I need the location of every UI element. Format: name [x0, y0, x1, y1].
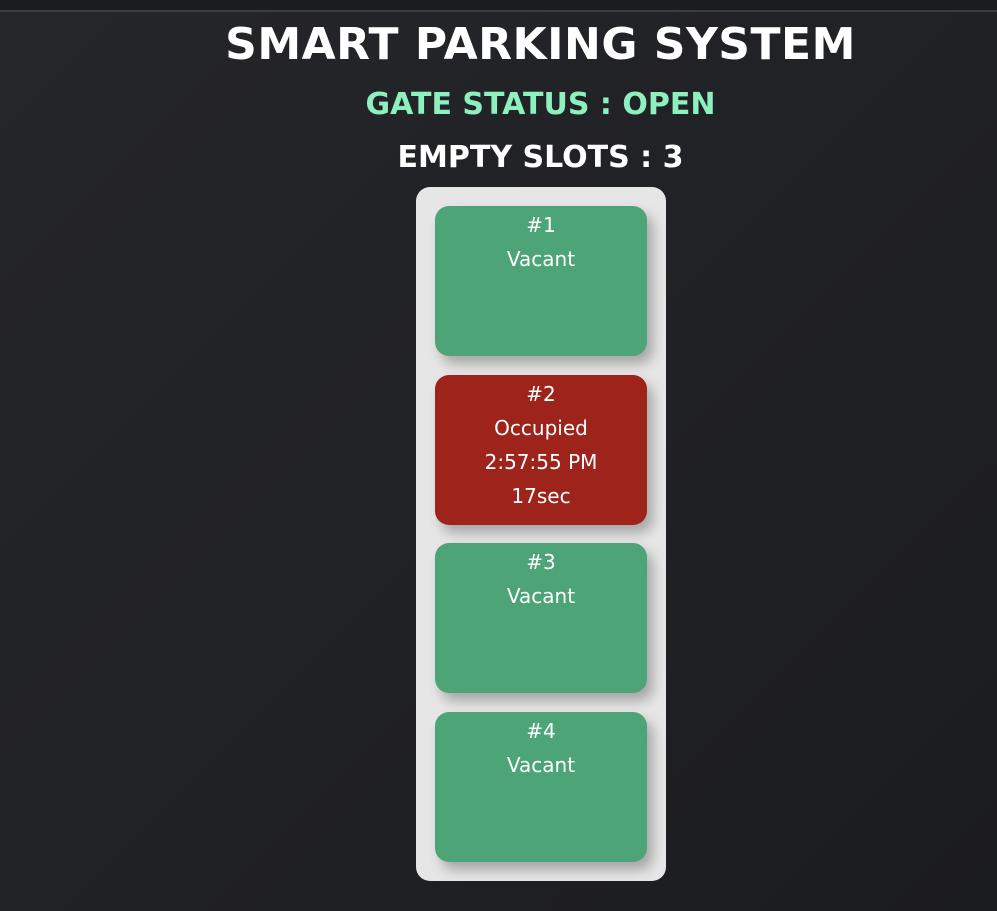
empty-slots-count: EMPTY SLOTS : 3 [397, 140, 684, 175]
slot-entry-time: 2:57:55 PM [484, 450, 598, 474]
parking-slot-3: #3 Vacant [435, 543, 647, 693]
page-title: SMART PARKING SYSTEM [225, 19, 856, 70]
slot-status: Occupied [494, 416, 588, 440]
slot-status: Vacant [506, 247, 576, 271]
parking-slot-1: #1 Vacant [435, 206, 647, 356]
slot-number: #3 [526, 550, 556, 574]
parking-slot-4: #4 Vacant [435, 712, 647, 862]
parking-slot-2: #2 Occupied 2:57:55 PM 17sec [435, 375, 647, 525]
slot-number: #2 [526, 382, 556, 406]
slot-number: #1 [526, 213, 556, 237]
top-window-strip [0, 0, 997, 12]
slot-status: Vacant [506, 584, 576, 608]
parking-lot-panel: #1 Vacant #2 Occupied 2:57:55 PM 17sec #… [416, 187, 666, 881]
slot-duration: 17sec [511, 484, 571, 508]
slot-status: Vacant [506, 753, 576, 777]
gate-status-label: GATE STATUS : OPEN [365, 87, 716, 122]
slot-number: #4 [526, 719, 556, 743]
